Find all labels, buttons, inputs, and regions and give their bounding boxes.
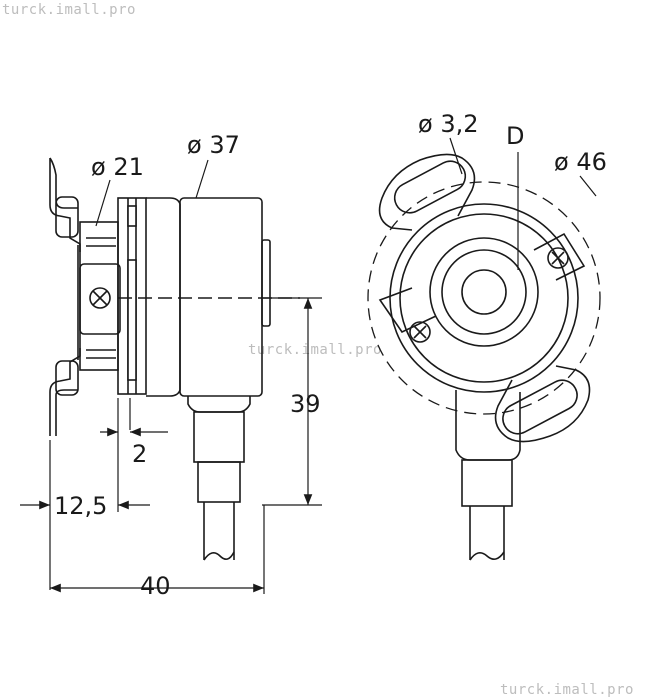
- label-slot-diameter: ø 3,2: [418, 110, 478, 138]
- hub-outer: [429, 237, 539, 347]
- shaft-bore: [461, 269, 507, 315]
- lower-slot-arm: [494, 365, 591, 443]
- label-bolt-circle: ø 46: [554, 148, 607, 176]
- upper-slot-arm: [378, 153, 476, 231]
- label-length: 40: [140, 572, 171, 600]
- clamp-ring: [79, 221, 121, 371]
- label-flange-offset: 12,5: [54, 492, 107, 520]
- mounting-bracket: [49, 157, 81, 436]
- label-flange-diameter: ø 21: [91, 153, 144, 181]
- watermark-center: turck.imall.pro: [248, 342, 382, 358]
- label-shaft: D: [506, 122, 524, 150]
- label-height: 39: [290, 390, 321, 418]
- watermark-top-left: turck.imall.pro: [2, 2, 136, 18]
- clamp-tab-right: [533, 232, 586, 281]
- leader-body-diameter: [195, 159, 209, 199]
- slot-upper: [393, 160, 467, 214]
- slot-lower: [502, 379, 578, 435]
- front-view: [367, 153, 601, 561]
- side-view-dimensions: [20, 159, 322, 594]
- bolt-circle: [367, 181, 601, 415]
- screw-right-icon: [547, 247, 569, 269]
- front-view-dimensions: [449, 137, 597, 270]
- leader-bolt-circle: [579, 175, 597, 197]
- grooved-hub: [117, 197, 147, 395]
- label-body-diameter: ø 37: [187, 131, 240, 159]
- clamp-screw-icon: [89, 287, 111, 309]
- watermark-bottom-right: turck.imall.pro: [500, 682, 634, 698]
- housing-inner: [399, 213, 569, 383]
- hub-inner: [441, 249, 527, 335]
- encoder-body: [146, 197, 271, 397]
- leader-flange-diameter: [95, 179, 111, 227]
- clamp-tab-left: [378, 287, 437, 343]
- screw-left-icon: [409, 321, 431, 343]
- front-cable-gland: [455, 390, 521, 561]
- label-groove-width: 2: [132, 440, 147, 468]
- cable-gland: [187, 396, 251, 561]
- housing-outer: [389, 203, 579, 393]
- side-view: [49, 157, 300, 561]
- leader-slot-diameter: [449, 137, 463, 175]
